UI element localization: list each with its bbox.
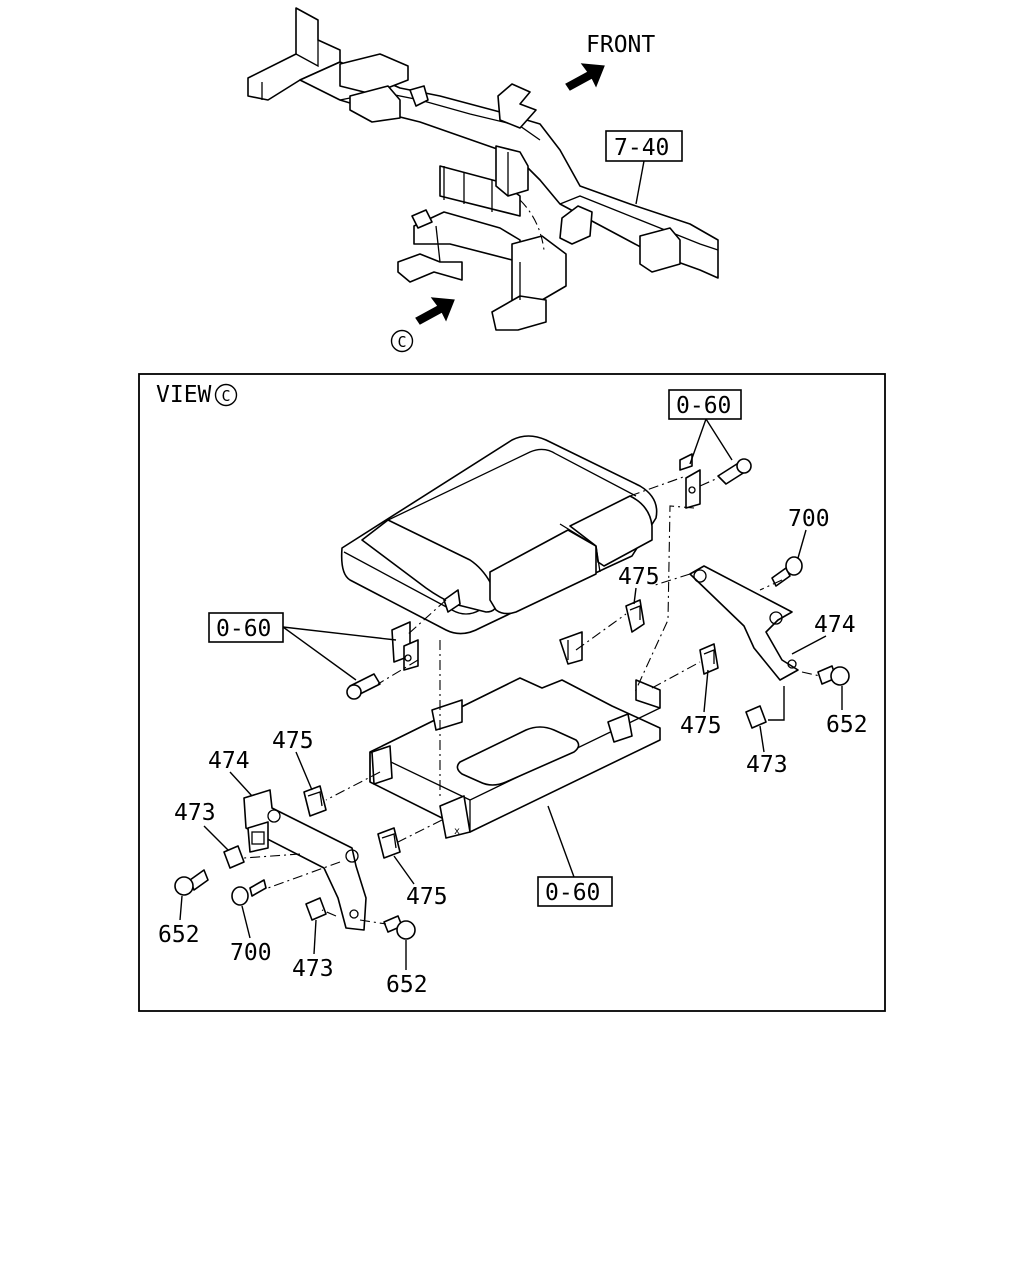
front-arrow-icon [565,63,605,91]
view-marker-circle [390,329,414,353]
detail-view-frame [138,373,886,1012]
detail-view-marker-letter: C [221,387,230,405]
nut-473-bottom [305,897,327,921]
clip-475-left-upper [303,785,327,817]
bolt-652-left [174,869,209,896]
view-marker-letter: C [397,333,406,351]
part-label-473-right: 473 [746,752,788,778]
screw-700-left [231,879,267,906]
part-label-473-bottom: 473 [292,956,334,982]
nut-473-right [745,705,767,729]
detail-view-marker-circle [214,383,238,407]
part-label-475-left-upper: 475 [272,728,314,754]
part-label-652-left: 652 [158,922,200,948]
clip-475-left-lower [377,827,401,859]
bracket-474-right [689,565,799,681]
part-label-652-right: 652 [826,712,868,738]
bolt-652-bottom [383,915,416,940]
nut-473-left [223,845,245,869]
mounting-tray: x [369,631,661,839]
ref-label-bottom: 0-60 [545,880,600,906]
part-label-652-bottom: 652 [386,972,428,998]
part-label-475-right: 475 [680,713,722,739]
part-label-473-left: 473 [174,800,216,826]
svg-text:x: x [454,826,460,837]
part-label-700-left: 700 [230,940,272,966]
part-label-475-left-lower: 475 [406,884,448,910]
clip-475-right [699,643,719,675]
frame-ref-label: 7-40 [614,135,669,161]
clip-475-upper-mid [625,599,645,633]
front-label: FRONT [586,32,655,58]
ref-box-bottom [537,876,613,907]
view-c-arrow-icon [415,297,455,325]
frame-ref-box [605,130,683,162]
ref-label-top-right: 0-60 [676,393,731,419]
part-label-474-right: 474 [814,612,856,638]
part-label-474-left: 474 [208,748,250,774]
ref-box-left [208,612,284,643]
view-label: VIEW [156,382,212,408]
ref-label-left: 0-60 [216,616,271,642]
cross-member-frame [247,7,719,331]
bracket-474-left [243,789,367,931]
ref-box-top-right [668,389,742,420]
bolt-652-right [817,665,850,686]
assembly-lines [243,475,821,925]
part-label-475-upper-mid: 475 [618,564,660,590]
upper-right-bracket [679,453,752,509]
frame-ref-leader [635,160,645,205]
left-bracket [346,589,461,700]
part-label-700-right: 700 [788,506,830,532]
control-unit [340,435,658,635]
screw-700-right [771,556,803,587]
